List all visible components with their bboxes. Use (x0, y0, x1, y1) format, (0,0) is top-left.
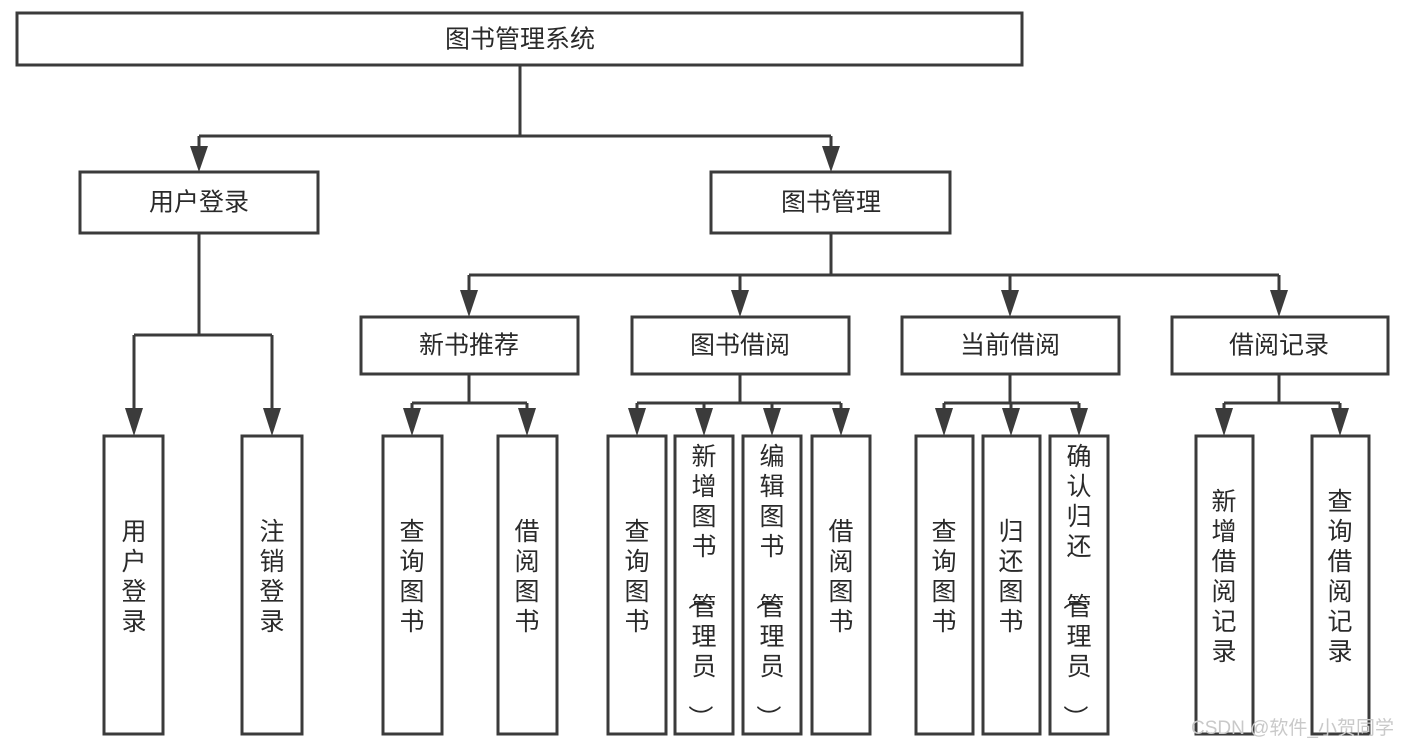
arrow-head-leaf-return-book (1002, 408, 1020, 436)
node-book-borrow[interactable]: 图书借阅 (630, 315, 851, 376)
node-leaf-edit-book[interactable]: 编辑图书（管理员） (741, 434, 803, 736)
node-leaf-query-book-2-label: 查询图书 (624, 518, 649, 636)
node-borrow-record-label: 借阅记录 (1229, 332, 1329, 360)
node-leaf-user-login-label: 用户登录 (121, 518, 146, 636)
node-leaf-borrow-book-1-label: 借阅图书 (514, 518, 539, 636)
node-leaf-user-logout[interactable]: 注销登录 (240, 434, 304, 736)
node-leaf-borrow-book-1-box[interactable] (496, 434, 559, 736)
node-leaf-query-book-1-box[interactable] (381, 434, 444, 736)
arrow-head-leaf-query-book-3 (935, 408, 953, 436)
node-leaf-query-record[interactable]: 查询借阅记录 (1310, 434, 1371, 736)
node-user-login-label: 用户登录 (149, 189, 249, 217)
arrow-head-leaf-add-book (695, 408, 713, 436)
connector-layer (125, 66, 1349, 436)
node-leaf-query-record-box[interactable] (1310, 434, 1371, 736)
arrow-head-new-book-recommend (460, 290, 478, 317)
node-leaf-add-book[interactable]: 新增图书（管理员） (673, 434, 735, 736)
node-leaf-return-book[interactable]: 归还图书 (981, 434, 1042, 736)
node-leaf-query-book-3[interactable]: 查询图书 (914, 434, 975, 736)
node-leaf-confirm-return-label: 确认归还（管理员） (1060, 443, 1091, 730)
node-current-borrow-label: 当前借阅 (960, 332, 1060, 360)
node-leaf-return-book-label: 归还图书 (998, 518, 1023, 636)
arrow-head-current-borrow (1001, 290, 1019, 317)
node-leaf-return-book-box[interactable] (981, 434, 1042, 736)
node-leaf-user-logout-label: 注销登录 (259, 518, 284, 636)
node-book-manage-label: 图书管理 (781, 189, 881, 217)
node-current-borrow[interactable]: 当前借阅 (900, 315, 1121, 376)
node-leaf-user-login-box[interactable] (102, 434, 165, 736)
node-new-book-recommend-box[interactable] (359, 315, 580, 376)
arrow-head-user-login (190, 146, 208, 172)
arrow-head-borrow-record (1270, 290, 1288, 317)
arrow-head-leaf-confirm-return (1070, 408, 1088, 436)
node-new-book-recommend[interactable]: 新书推荐 (359, 315, 580, 376)
arrow-head-leaf-query-book-2 (628, 408, 646, 436)
arrow-head-leaf-query-book-1 (403, 408, 421, 436)
node-leaf-add-book-box[interactable] (673, 434, 735, 736)
node-leaf-add-record-label: 新增借阅记录 (1211, 488, 1236, 666)
arrow-head-leaf-edit-book (763, 408, 781, 436)
node-leaf-query-book-2[interactable]: 查询图书 (606, 434, 668, 736)
node-leaf-add-book-label: 新增图书（管理员） (685, 443, 716, 730)
arrow-head-leaf-user-login (125, 408, 143, 436)
node-root-label: 图书管理系统 (445, 26, 595, 54)
node-leaf-query-book-2-box[interactable] (606, 434, 668, 736)
node-user-login[interactable]: 用户登录 (78, 170, 320, 235)
node-root[interactable]: 图书管理系统 (15, 11, 1024, 67)
node-leaf-query-record-label: 查询借阅记录 (1327, 488, 1352, 666)
node-leaf-user-logout-box[interactable] (240, 434, 304, 736)
arrow-head-leaf-user-logout (263, 408, 281, 436)
node-leaf-query-book-1-label: 查询图书 (399, 518, 424, 636)
node-leaf-add-record-box[interactable] (1194, 434, 1255, 736)
arrow-head-leaf-add-record (1215, 408, 1233, 436)
arrow-head-book-borrow (731, 290, 749, 317)
node-book-borrow-label: 图书借阅 (690, 332, 790, 360)
node-leaf-query-book-3-label: 查询图书 (931, 518, 956, 636)
node-borrow-record[interactable]: 借阅记录 (1170, 315, 1390, 376)
node-leaf-borrow-book-2-box[interactable] (810, 434, 872, 736)
arrow-head-leaf-borrow-book-2 (832, 408, 850, 436)
node-leaf-borrow-book-2-label: 借阅图书 (828, 518, 853, 636)
node-leaf-user-login[interactable]: 用户登录 (102, 434, 165, 736)
node-book-manage[interactable]: 图书管理 (709, 170, 952, 235)
node-book-borrow-box[interactable] (630, 315, 851, 376)
node-leaf-add-record[interactable]: 新增借阅记录 (1194, 434, 1255, 736)
arrow-head-book-manage (822, 146, 840, 172)
csdn-watermark: CSDN @软件_小贺同学 (1191, 717, 1394, 739)
node-borrow-record-box[interactable] (1170, 315, 1390, 376)
node-leaf-borrow-book-2[interactable]: 借阅图书 (810, 434, 872, 736)
node-book-manage-box[interactable] (709, 170, 952, 235)
node-leaf-borrow-book-1[interactable]: 借阅图书 (496, 434, 559, 736)
node-leaf-confirm-return[interactable]: 确认归还（管理员） (1048, 434, 1110, 736)
arrow-head-leaf-borrow-book-1 (518, 408, 536, 436)
node-root-box[interactable] (15, 11, 1024, 67)
node-leaf-edit-book-label: 编辑图书（管理员） (753, 443, 784, 730)
node-leaf-edit-book-box[interactable] (741, 434, 803, 736)
node-current-borrow-box[interactable] (900, 315, 1121, 376)
node-leaf-confirm-return-box[interactable] (1048, 434, 1110, 736)
arrow-head-leaf-query-record (1331, 408, 1349, 436)
node-leaf-query-book-1[interactable]: 查询图书 (381, 434, 444, 736)
node-leaf-query-book-3-box[interactable] (914, 434, 975, 736)
node-user-login-box[interactable] (78, 170, 320, 235)
node-new-book-recommend-label: 新书推荐 (419, 332, 519, 360)
